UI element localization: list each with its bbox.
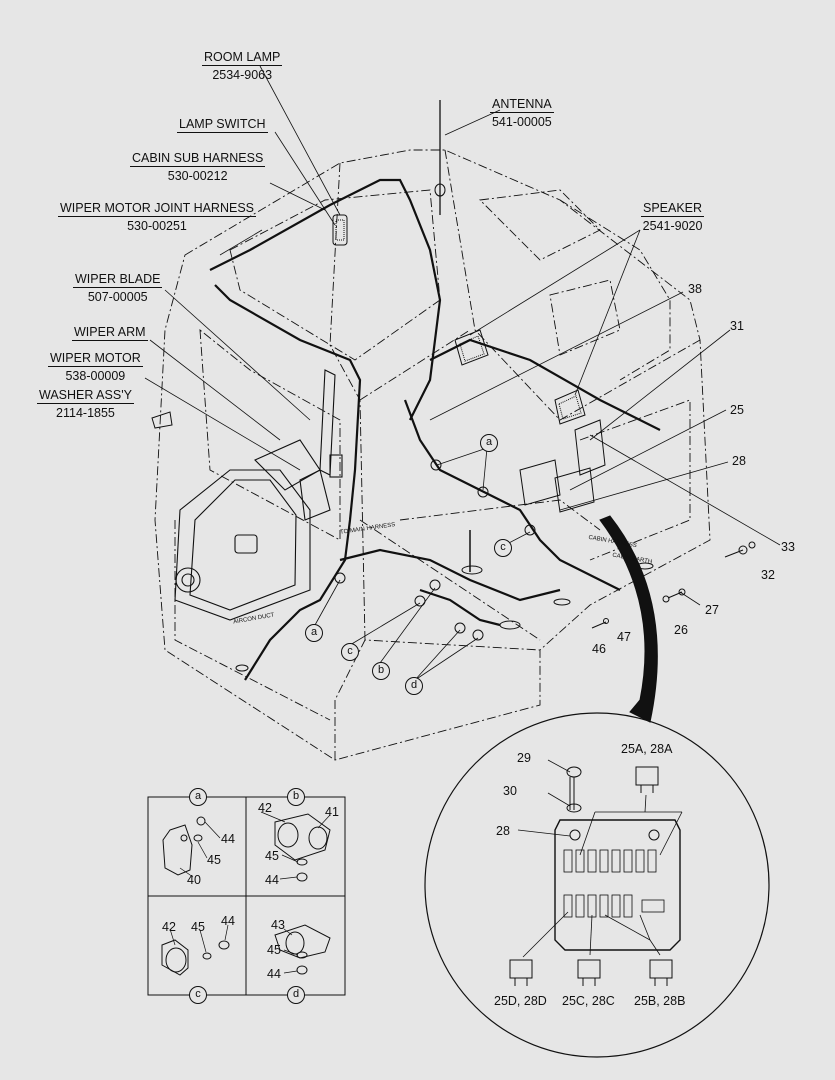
letter-a-top: a: [480, 434, 498, 452]
detail-a-40: 40: [187, 873, 201, 887]
harness-lines: [209, 178, 661, 681]
wiper-motor-name: WIPER MOTOR: [48, 351, 143, 367]
detail-letter-a: a: [189, 788, 207, 806]
letter-b: b: [372, 662, 390, 680]
callout-38: 38: [688, 282, 702, 296]
wiper-motor-joint-harness-name: WIPER MOTOR JOINT HARNESS: [58, 201, 257, 217]
fuse-detail-circle: [424, 712, 770, 1058]
cabin-sub-harness-pn: 530-00212: [167, 169, 228, 183]
detail-b-45: 45: [265, 849, 279, 863]
callout-26: 26: [674, 623, 688, 637]
fuse-detail-bc-label: 25C, 28C: [562, 994, 615, 1008]
clamps: [235, 459, 654, 672]
wiper-motor-joint-harness-pn: 530-00251: [127, 219, 187, 233]
detail-b-44: 44: [265, 873, 279, 887]
cabin-outline: [154, 149, 711, 761]
washer-assy-name: WASHER ASS'Y: [37, 388, 134, 404]
cabin-sub-harness-label: CABIN SUB HARNESS 530-00212: [130, 151, 266, 183]
fuse-box-cabin: [519, 419, 606, 513]
callout-arrow: [599, 515, 658, 723]
detail-d-44: 44: [267, 967, 281, 981]
callout-25: 25: [730, 403, 744, 417]
speaker-pn: 2541-9020: [642, 219, 703, 233]
detail-b-42: 42: [258, 801, 272, 815]
callout-27: 27: [705, 603, 719, 617]
detail-d-45: 45: [267, 943, 281, 957]
wiper-motor-joint-harness-label: WIPER MOTOR JOINT HARNESS 530-00251: [58, 201, 257, 233]
lamp-switch-label: LAMP SWITCH: [177, 117, 268, 133]
lamp-switch-name: LAMP SWITCH: [177, 117, 268, 133]
bolts-right: [591, 541, 756, 629]
leader-lines: [144, 65, 781, 681]
cabin-sub-harness-name: CABIN SUB HARNESS: [130, 151, 266, 167]
detail-letter-d: d: [287, 986, 305, 1004]
letter-a-bottom: a: [305, 624, 323, 642]
detail-b-41: 41: [325, 805, 339, 819]
callout-31: 31: [730, 319, 744, 333]
detail-a-45: 45: [207, 853, 221, 867]
fuse-detail-top-label: 25A, 28A: [621, 742, 673, 756]
detail-c-45: 45: [191, 920, 205, 934]
wiper-arm-name: WIPER ARM: [72, 325, 148, 341]
wiper-motor-label: WIPER MOTOR 538-00009: [48, 351, 143, 383]
detail-letter-b: b: [287, 788, 305, 806]
wiper-blade-label: WIPER BLADE 507-00005: [73, 272, 163, 304]
callout-47: 47: [617, 630, 631, 644]
speaker-right: [554, 389, 586, 425]
antenna-label: ANTENNA 541-00005: [490, 97, 554, 129]
callout-46: 46: [592, 642, 606, 656]
callout-33: 33: [781, 540, 795, 554]
letter-d: d: [405, 677, 423, 695]
washer-assy-label: WASHER ASS'Y 2114-1855: [37, 388, 134, 420]
antenna-rod: [434, 100, 446, 215]
letter-c-bottom: c: [341, 643, 359, 661]
detail-d-43: 43: [271, 918, 285, 932]
fuse-detail-30: 30: [503, 784, 517, 798]
detail-boxes-grid: [147, 796, 346, 996]
speaker-left: [454, 329, 489, 366]
wiper-motor-pn: 538-00009: [65, 369, 126, 383]
detail-a-44: 44: [221, 832, 235, 846]
washer-nozzle: [151, 411, 173, 429]
room-lamp-pn: 2534-9063: [212, 68, 273, 82]
fuse-detail-bl-label: 25D, 28D: [494, 994, 547, 1008]
speaker-label: SPEAKER 2541-9020: [641, 201, 705, 233]
antenna-pn: 541-00005: [491, 115, 552, 129]
callout-28: 28: [732, 454, 746, 468]
antenna-name: ANTENNA: [490, 97, 554, 113]
room-lamp-body: [332, 214, 348, 246]
wiper-blade-pn: 507-00005: [87, 290, 148, 304]
fuse-detail-28: 28: [496, 824, 510, 838]
fuse-detail-29: 29: [517, 751, 531, 765]
front-frame: [174, 369, 343, 621]
speaker-name: SPEAKER: [641, 201, 705, 217]
wiper-arm-label: WIPER ARM: [72, 325, 148, 341]
room-lamp-label: ROOM LAMP 2534-9063: [202, 50, 283, 82]
fuse-detail-br-label: 25B, 28B: [634, 994, 686, 1008]
detail-letter-c: c: [189, 986, 207, 1004]
room-lamp-name: ROOM LAMP: [202, 50, 283, 66]
letter-c-top: c: [494, 539, 512, 557]
washer-assy-pn: 2114-1855: [56, 406, 115, 420]
detail-c-44: 44: [221, 914, 235, 928]
callout-32: 32: [761, 568, 775, 582]
detail-c-42: 42: [162, 920, 176, 934]
wiper-blade-name: WIPER BLADE: [73, 272, 163, 288]
